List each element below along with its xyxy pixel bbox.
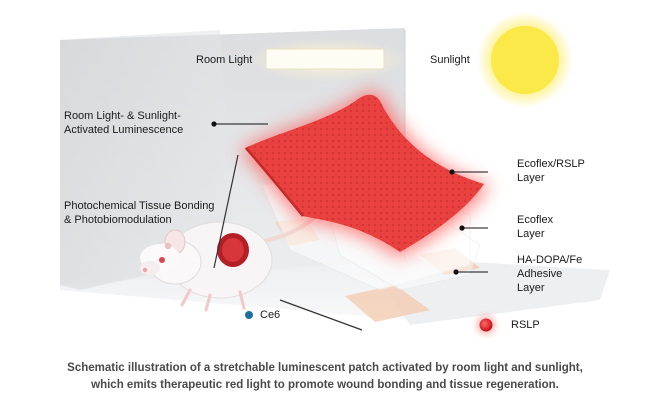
room-lamp [265,48,385,70]
layer3-label-line2: Adhesive [517,268,563,280]
tissue-label-line2: & Photobiomodulation [64,214,172,226]
leader-tissue-upper [213,154,239,269]
sunlight-label: Sunlight [430,54,470,66]
tissue-label-line1: Photochemical Tissue Bonding [64,200,215,212]
rslp-label: RSLP [511,319,540,331]
luminescence-label-line1: Room Light- & Sunlight- [64,110,181,122]
figure-caption: Schematic illustration of a stretchable … [0,360,650,394]
rslp-marker [479,318,493,332]
layer2-label-line1: Ecoflex [517,214,554,226]
room-left-wall [60,30,235,290]
caption-line2: which emits therapeutic red light to pro… [91,379,559,391]
layer1-label-line1: Ecoflex/RSLP [517,158,585,170]
ce6-marker [245,311,253,319]
adhesive-layer-lower [345,285,430,322]
layer1-label-line2: Layer [517,172,545,184]
caption-line1: Schematic illustration of a stretchable … [67,362,583,374]
mouse [140,198,332,312]
leader-tissue-lower [279,299,363,331]
ce6-label: Ce6 [260,309,281,321]
luminescence-label-line2: Activated Luminescence [64,124,184,136]
sun [491,26,559,94]
layer2-label-line2: Layer [517,228,545,240]
layer3-label-line3: Layer [517,282,545,294]
patch-dot-texture [245,94,484,252]
room-light-label: Room Light [196,54,253,66]
layer3-label-line1: HA-DOPA/Fe [517,254,583,266]
